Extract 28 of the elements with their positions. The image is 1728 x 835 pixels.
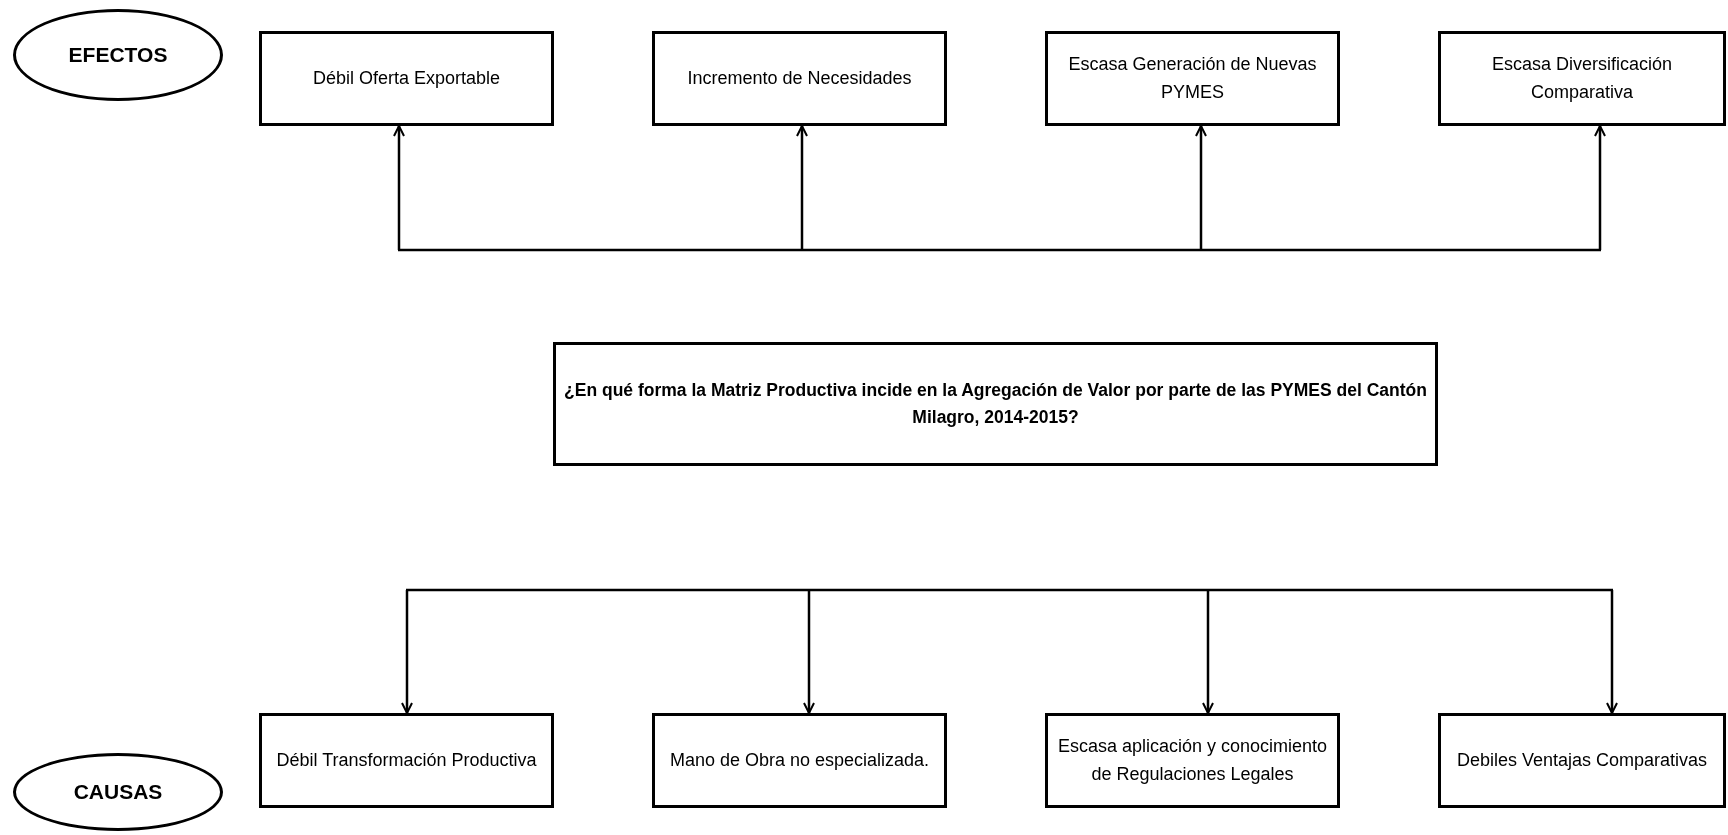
arrow (393, 125, 405, 250)
arrow (1195, 125, 1207, 250)
text-box (652, 31, 947, 126)
box-text: Debiles Ventajas Comparativas (1456, 748, 1708, 772)
text-box (652, 713, 947, 808)
arrow (401, 590, 413, 714)
text-box (1045, 31, 1340, 126)
text-box (1045, 713, 1340, 808)
box-text: Escasa Diversificación Comparativa (1490, 52, 1674, 104)
text-box (1438, 31, 1726, 126)
text-box (1438, 713, 1726, 808)
box-text: Mano de Obra no especializada. (669, 748, 930, 772)
section-title: CAUSAS (73, 778, 163, 805)
box-text: Incremento de Necesidades (687, 66, 912, 90)
box-text: ¿En qué forma la Matriz Productiva incide en la Agregación de Valor por parte de las PYMES del Cantón Milagro, 2014-2015? (564, 378, 1427, 429)
arrow (1202, 590, 1214, 714)
problem-box (553, 342, 1438, 466)
arrow (796, 125, 808, 250)
box-text: Débil Oferta Exportable (312, 66, 501, 90)
section-title: EFECTOS (68, 41, 168, 68)
arrow (1606, 590, 1618, 714)
box-text: Escasa Generación de Nuevas PYMES (1067, 52, 1318, 104)
box-text: Débil Transformación Productiva (276, 748, 537, 772)
arrow (1594, 125, 1606, 250)
box-text: Escasa aplicación y conocimiento de Regulaciones Legales (1056, 734, 1329, 786)
text-box (259, 31, 554, 126)
arrow (803, 590, 815, 714)
text-box (259, 713, 554, 808)
